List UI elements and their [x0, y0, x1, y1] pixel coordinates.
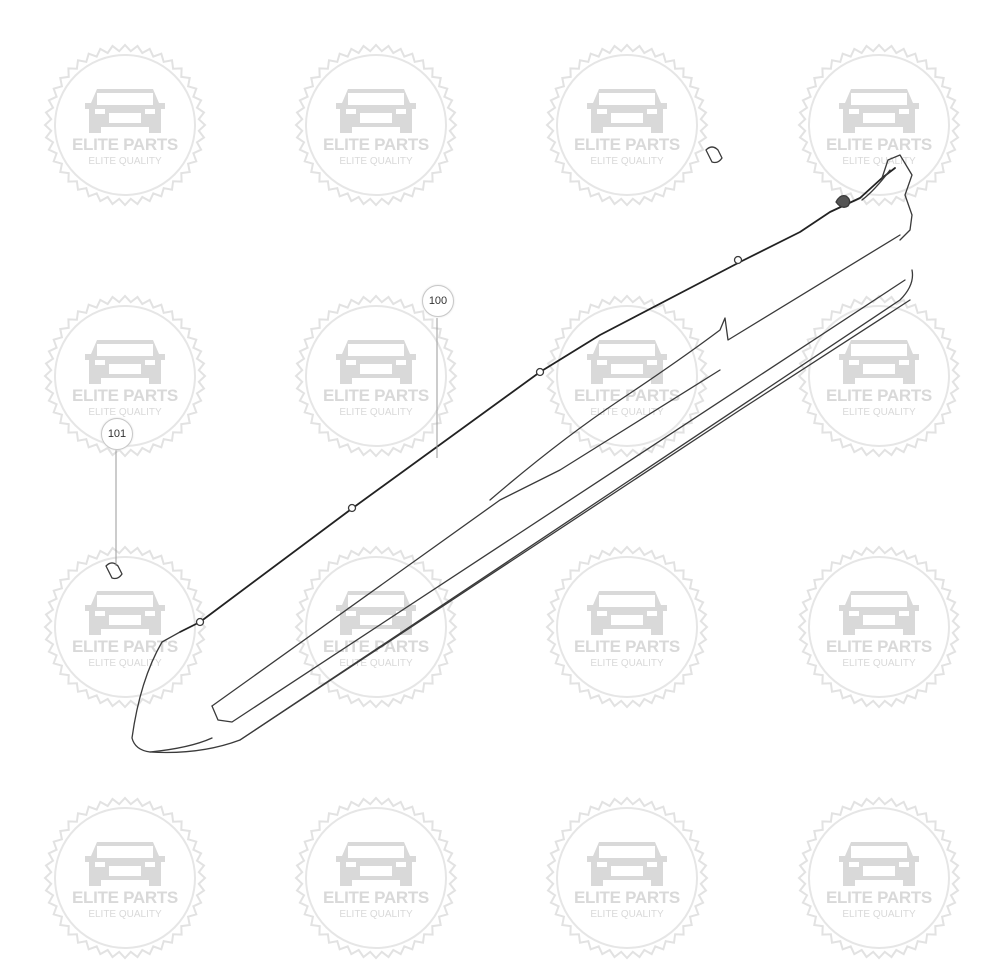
clip-bump: [535, 367, 545, 377]
watermark-subtitle: ELITE QUALITY: [842, 658, 916, 669]
loose-clip-101: [105, 562, 123, 580]
watermark-subtitle: ELITE QUALITY: [339, 909, 413, 920]
watermark-badge: ELITE PARTS ELITE QUALITY: [791, 37, 967, 213]
watermark-title: ELITE PARTS: [72, 135, 178, 154]
watermark-subtitle: ELITE QUALITY: [88, 407, 162, 418]
watermark-title: ELITE PARTS: [826, 135, 932, 154]
watermark-subtitle: ELITE QUALITY: [88, 658, 162, 669]
watermark-title: ELITE PARTS: [826, 386, 932, 405]
rear-end-outline: [881, 154, 913, 241]
inner-groove-line-2: [211, 369, 721, 707]
callout-label: 100: [428, 295, 448, 307]
watermark-subtitle: ELITE QUALITY: [842, 156, 916, 167]
watermark-subtitle: ELITE QUALITY: [88, 156, 162, 167]
watermark-subtitle: ELITE QUALITY: [842, 909, 916, 920]
watermark-badge: ELITE PARTS ELITE QUALITY: [37, 539, 213, 715]
callout-101[interactable]: 101: [101, 418, 133, 450]
rear-bracket-outline: [861, 169, 891, 201]
watermark-subtitle: ELITE QUALITY: [590, 909, 664, 920]
watermark-title: ELITE PARTS: [574, 637, 680, 656]
watermark-title: ELITE PARTS: [323, 637, 429, 656]
watermark-badge: ELITE PARTS ELITE QUALITY: [791, 288, 967, 464]
callout-label: 101: [107, 428, 127, 440]
watermark-title: ELITE PARTS: [826, 637, 932, 656]
front-lower-outline: [149, 269, 914, 754]
watermark-badge: ELITE PARTS ELITE QUALITY: [288, 37, 464, 213]
watermark-subtitle: ELITE QUALITY: [339, 407, 413, 418]
watermark-title: ELITE PARTS: [72, 888, 178, 907]
watermark-badge: ELITE PARTS ELITE QUALITY: [539, 37, 715, 213]
watermark-subtitle: ELITE QUALITY: [339, 156, 413, 167]
body-contour-line: [489, 234, 901, 501]
clip-bump: [195, 617, 205, 627]
watermark-badge: ELITE PARTS ELITE QUALITY: [539, 539, 715, 715]
watermark-subtitle: ELITE QUALITY: [339, 658, 413, 669]
callout-100[interactable]: 100: [422, 285, 454, 317]
sill-moulding-drawing: [105, 146, 914, 754]
inner-groove-line: [211, 279, 906, 723]
watermark-badge: ELITE PARTS ELITE QUALITY: [791, 539, 967, 715]
body-lower-contour: [239, 299, 911, 741]
top-edge-line: [179, 167, 896, 633]
watermark-subtitle: ELITE QUALITY: [590, 156, 664, 167]
watermark-badge: ELITE PARTS ELITE QUALITY: [37, 37, 213, 213]
rear-clip: [835, 194, 851, 208]
watermark-subtitle: ELITE QUALITY: [590, 407, 664, 418]
watermark-title: ELITE PARTS: [323, 135, 429, 154]
watermark-title: ELITE PARTS: [72, 386, 178, 405]
watermark-title: ELITE PARTS: [826, 888, 932, 907]
watermark-title: ELITE PARTS: [323, 386, 429, 405]
loose-clip-top: [705, 146, 723, 164]
watermark-badge: ELITE PARTS ELITE QUALITY: [37, 288, 213, 464]
watermark-title: ELITE PARTS: [574, 135, 680, 154]
watermark-title: ELITE PARTS: [72, 637, 178, 656]
watermark-title: ELITE PARTS: [574, 888, 680, 907]
watermark-badge: ELITE PARTS ELITE QUALITY: [288, 288, 464, 464]
watermark-title: ELITE PARTS: [323, 888, 429, 907]
watermark-badge: ELITE PARTS ELITE QUALITY: [288, 539, 464, 715]
parts-diagram: ELITE PARTS ELITE QUALITY ELITE PARTS ELITE…: [37, 37, 967, 960]
watermark-subtitle: ELITE QUALITY: [88, 909, 162, 920]
watermark-subtitle: ELITE QUALITY: [590, 658, 664, 669]
clip-bump: [347, 503, 357, 513]
clip-bump: [733, 255, 743, 265]
watermark-subtitle: ELITE QUALITY: [842, 407, 916, 418]
front-nose-outline: [131, 631, 213, 753]
